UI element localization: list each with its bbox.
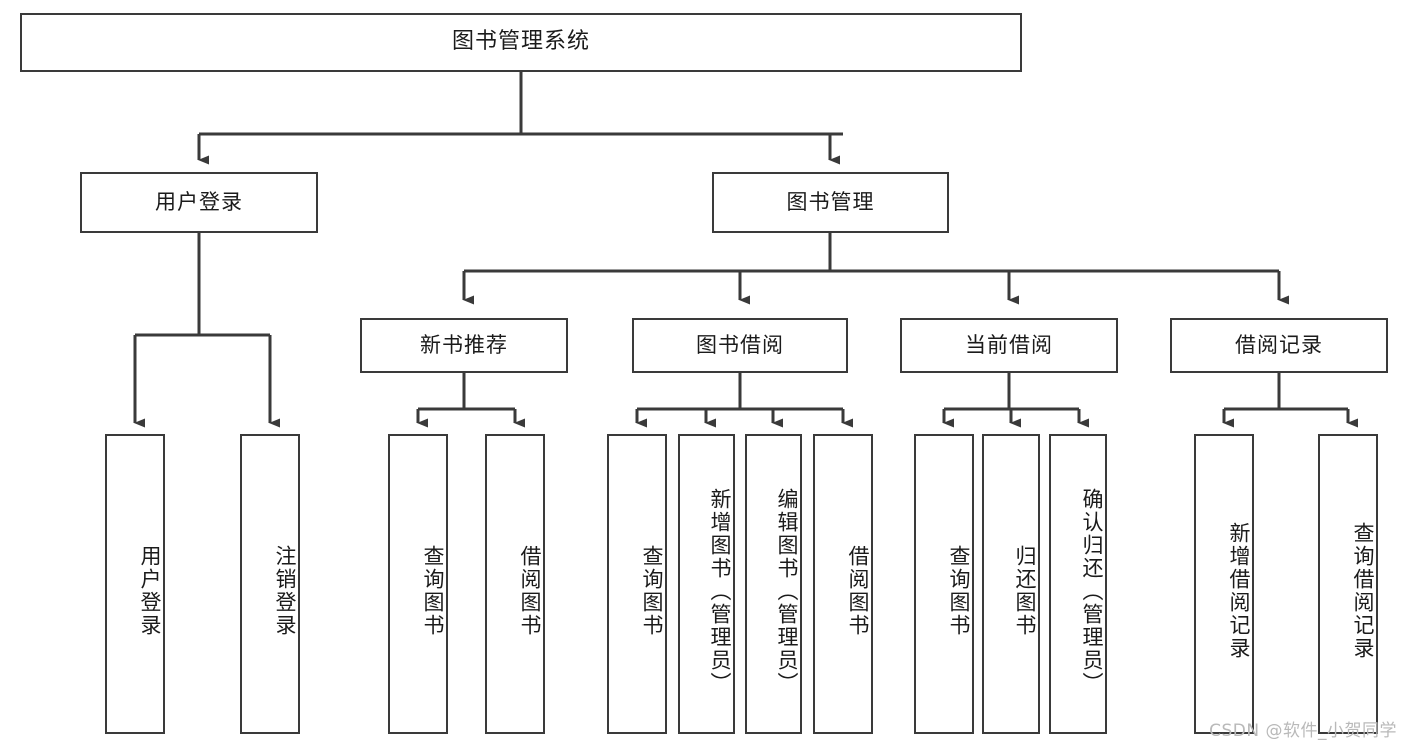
node-leaf-confirm-return[interactable]: 确认归还（管理员） — [1049, 434, 1107, 734]
node-leaf-edit-book[interactable]: 编辑图书（管理员） — [745, 434, 802, 734]
node-current-borrow[interactable]: 当前借阅 — [900, 318, 1118, 373]
node-book-borrow[interactable]: 图书借阅 — [632, 318, 848, 373]
node-user-login[interactable]: 用户登录 — [80, 172, 318, 233]
node-book-manage[interactable]: 图书管理 — [712, 172, 949, 233]
node-new-book-recommend[interactable]: 新书推荐 — [360, 318, 568, 373]
csdn-watermark: CSDN @软件_小贺同学 — [1209, 721, 1397, 741]
node-leaf-add-borrow-record[interactable]: 新增借阅记录 — [1194, 434, 1254, 734]
node-leaf-query-book-1[interactable]: 查询图书 — [388, 434, 448, 734]
node-leaf-add-book[interactable]: 新增图书（管理员） — [678, 434, 735, 734]
node-leaf-borrow-book-2[interactable]: 借阅图书 — [813, 434, 873, 734]
node-leaf-return-book[interactable]: 归还图书 — [982, 434, 1040, 734]
node-leaf-query-borrow-record[interactable]: 查询借阅记录 — [1318, 434, 1378, 734]
node-root-system[interactable]: 图书管理系统 — [20, 13, 1022, 72]
node-borrow-record[interactable]: 借阅记录 — [1170, 318, 1388, 373]
node-leaf-query-book-2[interactable]: 查询图书 — [607, 434, 667, 734]
node-leaf-logout-login[interactable]: 注销登录 — [240, 434, 300, 734]
node-leaf-borrow-book-1[interactable]: 借阅图书 — [485, 434, 545, 734]
node-leaf-user-login[interactable]: 用户登录 — [105, 434, 165, 734]
node-leaf-query-book-3[interactable]: 查询图书 — [914, 434, 974, 734]
